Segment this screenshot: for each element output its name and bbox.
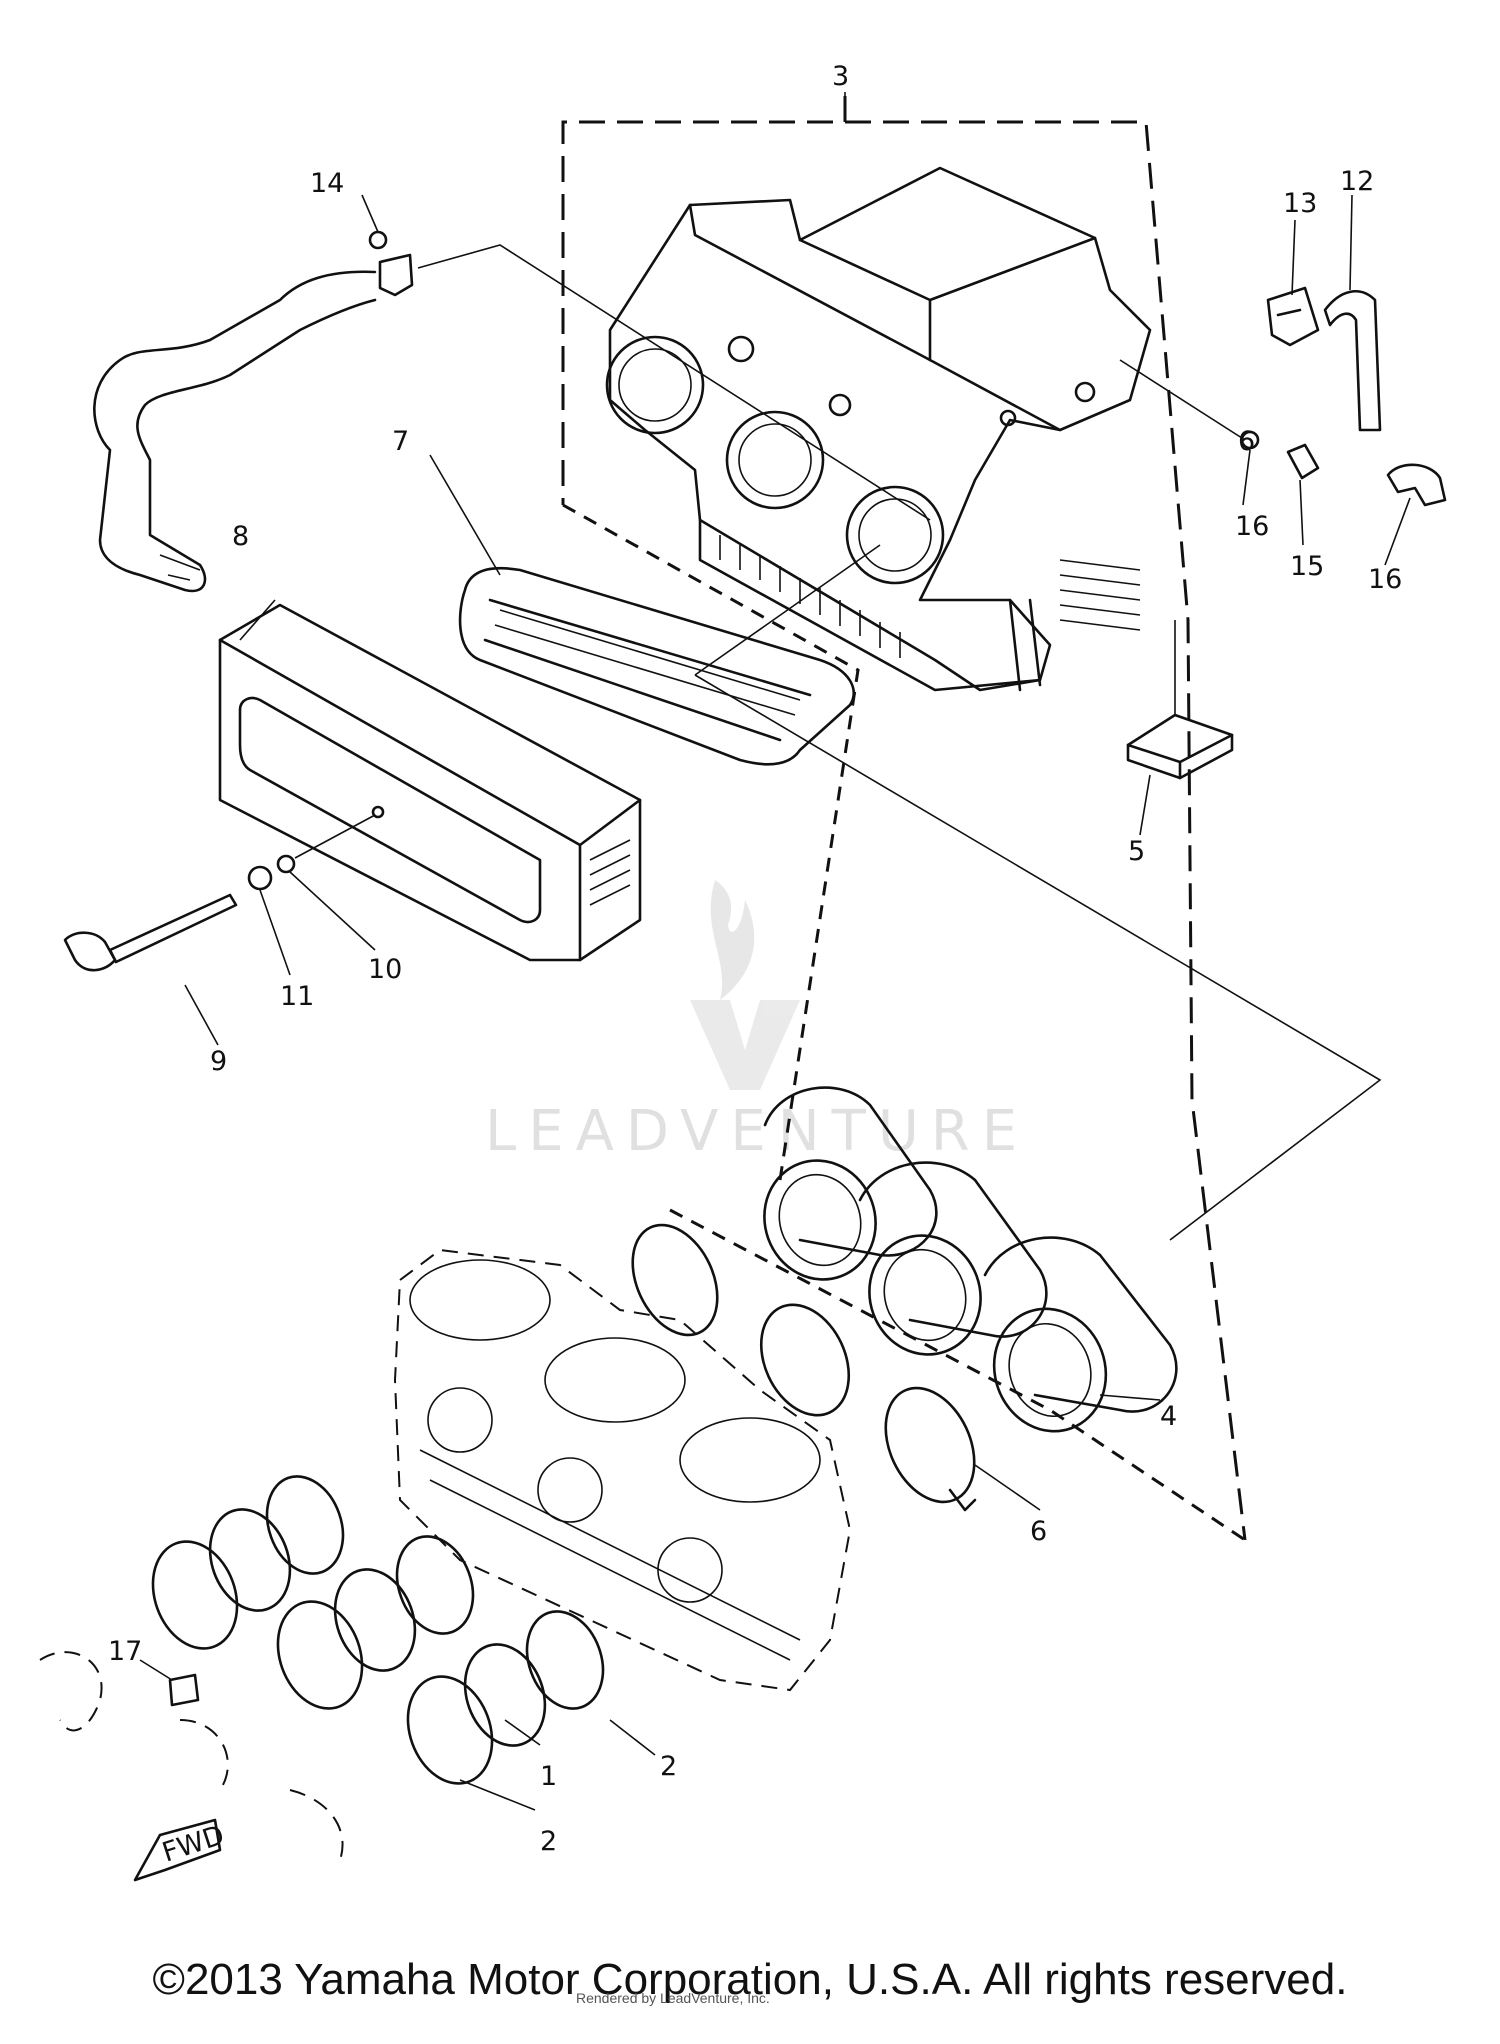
callout-6a: 6	[1238, 426, 1255, 457]
copyright-notice: ©2013 Yamaha Motor Corporation, U.S.A. A…	[152, 1955, 1348, 2004]
clamps-6	[631, 1223, 977, 1512]
hose-12	[1323, 290, 1382, 432]
ghost-hose-left	[39, 1651, 344, 1861]
breather-hose	[93, 270, 377, 593]
part-17	[139, 1659, 200, 1707]
callout-11: 11	[280, 981, 314, 1012]
callout-16a: 16	[1235, 511, 1269, 542]
washer-10	[276, 854, 296, 874]
clip-14	[368, 230, 414, 297]
callout-18: 16	[1368, 564, 1402, 595]
carburetor-assembly	[393, 1248, 852, 1692]
air-filter-case	[605, 166, 1152, 692]
leader-bolt-to-cover	[294, 814, 376, 859]
callout-1: 1	[540, 1761, 557, 1792]
leader-case-to-element	[694, 544, 881, 676]
air-filter-element	[458, 566, 856, 766]
bolt-9	[63, 893, 238, 972]
leader-case-screw	[1119, 359, 1246, 441]
leadventure-watermark: LEADVENTURE	[485, 880, 1029, 1164]
callout-3: 3	[832, 61, 849, 92]
watermark-text: LEADVENTURE	[485, 1099, 1029, 1164]
callout-2b: 2	[540, 1826, 557, 1857]
pad-5	[1126, 713, 1234, 780]
leader-element-to-joint	[694, 674, 1382, 1241]
callout-5: 5	[1128, 836, 1145, 867]
callout-2a: 2	[660, 1751, 677, 1782]
callout-10: 10	[368, 954, 402, 985]
intake-joints	[763, 1086, 1178, 1433]
callout-4: 4	[1160, 1401, 1177, 1432]
fwd-label: FWD	[159, 1820, 229, 1869]
clip-18	[1386, 463, 1447, 507]
leader-hose-to-case	[417, 244, 931, 521]
callout-17: 17	[108, 1636, 142, 1667]
render-credit: Rendered by LeadVenture, Inc.	[576, 1990, 770, 2006]
callout-15: 15	[1290, 551, 1324, 582]
callout-7: 7	[392, 426, 409, 457]
carb-joints	[151, 1475, 605, 1785]
washer-11	[247, 865, 273, 891]
callout-9: 9	[210, 1046, 227, 1077]
fwd-arrow: FWD	[133, 1818, 229, 1882]
callout-8: 8	[232, 521, 249, 552]
washer-16	[1240, 430, 1260, 450]
air-filter-cover	[218, 603, 642, 962]
group-box-3	[561, 96, 1247, 1541]
screw-15	[1286, 443, 1320, 480]
callout-14: 14	[310, 168, 344, 199]
part-13	[1266, 286, 1320, 347]
callout-leaders	[184, 92, 1411, 1811]
dashed-clamp-alignment	[669, 1208, 1246, 1542]
callout-labels: 3 13 12 14 7 8 16 15 16 5 9 11 10 4 6 6 …	[108, 61, 1402, 1857]
callout-6b: 6	[1030, 1516, 1047, 1547]
callout-13: 13	[1283, 188, 1317, 219]
callout-12: 12	[1340, 166, 1374, 197]
